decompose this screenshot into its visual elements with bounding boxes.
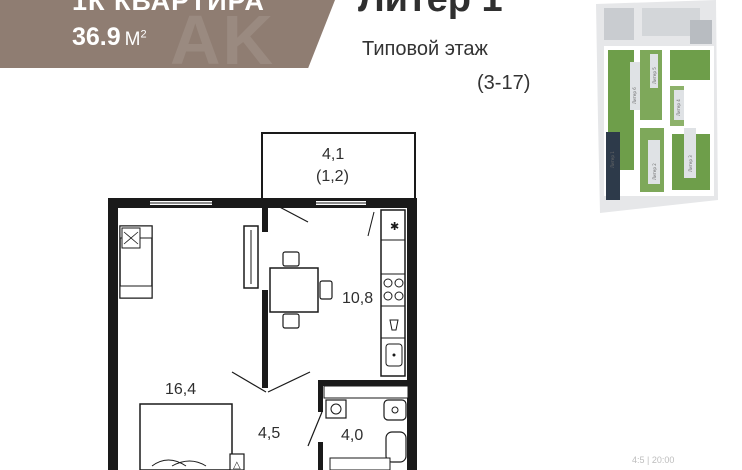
chair [319, 280, 333, 300]
nightstand [229, 453, 245, 470]
bed [139, 403, 233, 470]
washing-machine-drum [330, 403, 342, 415]
balcony-area: 4,1 [322, 146, 345, 163]
building-title: Литер 1 [358, 0, 503, 21]
bathroom-door [307, 411, 323, 447]
site-map-highlighted-building [606, 132, 620, 200]
partition-opening [262, 232, 268, 290]
exterior-wall-right [407, 198, 417, 470]
partition-wall [262, 198, 268, 388]
stove-burner [394, 291, 404, 301]
exterior-wall-left [108, 198, 118, 470]
area-unit: М2 [125, 29, 147, 50]
site-map-block [690, 20, 712, 44]
site-map: Литер 1 Литер 2 Литер 3 Литер 4 Литер 5 … [596, 0, 718, 213]
living-room-area: 16,4 [165, 381, 197, 398]
site-map-label-6: Литер 6 [632, 87, 637, 104]
site-map-label-3: Литер 3 [688, 155, 693, 172]
bathroom-area: 4,0 [341, 427, 364, 444]
bath-shelf [323, 385, 409, 399]
hood-line [367, 211, 375, 237]
washbasin-drain [391, 406, 399, 414]
chair [282, 251, 300, 267]
balcony-door [271, 202, 309, 223]
image-stamp: 4:5 | 20:00 [632, 455, 675, 465]
kitchen-door [267, 371, 311, 393]
apartment-type: 1К КВАРТИРА [72, 0, 265, 16]
balcony-outline [261, 132, 416, 202]
hallway-area: 4,5 [258, 425, 281, 442]
sofa-arm [119, 285, 153, 299]
sink-drain [392, 353, 396, 357]
bathroom-door-opening [318, 412, 323, 442]
pillow-lines [151, 459, 207, 467]
site-map-label-2: Литер 2 [652, 163, 657, 180]
site-map-building [630, 62, 640, 110]
stove-burner [394, 278, 404, 288]
bathroom-wall-top [318, 380, 410, 386]
cushion-mark [123, 231, 139, 245]
toilet [385, 431, 407, 463]
living-room-door [231, 371, 267, 393]
area-unit-text: М [124, 29, 141, 50]
floor-type: Типовой этаж [362, 38, 488, 60]
lamp-icon: △ [233, 460, 241, 470]
site-map-building [684, 128, 696, 178]
stove-burner [383, 278, 393, 288]
kitchen-area: 10,8 [342, 290, 374, 307]
floor-range: (3-17) [477, 72, 531, 94]
washing-machine [325, 399, 347, 419]
banner-watermark: AK [170, 1, 276, 68]
site-map-label-1: Литер 1 [610, 151, 615, 168]
balcony-sub-area: (1,2) [316, 168, 349, 185]
site-map-building [648, 140, 660, 184]
bathtub-edge [329, 457, 391, 470]
site-map-block [604, 8, 634, 40]
site-map-label-4: Литер 4 [676, 99, 681, 116]
dining-table [269, 267, 319, 313]
stove-burner [383, 291, 393, 301]
sink-icon [389, 319, 399, 331]
area-value: 36.9 [72, 23, 121, 51]
site-map-building [674, 90, 684, 120]
area-unit-sup: 2 [140, 28, 147, 41]
site-map-building [650, 54, 658, 88]
site-map-label-5: Литер 5 [652, 67, 657, 84]
site-map-green [670, 50, 710, 80]
chair [282, 313, 300, 329]
gas-icon: ✱ [390, 220, 399, 233]
washbasin [383, 399, 407, 421]
